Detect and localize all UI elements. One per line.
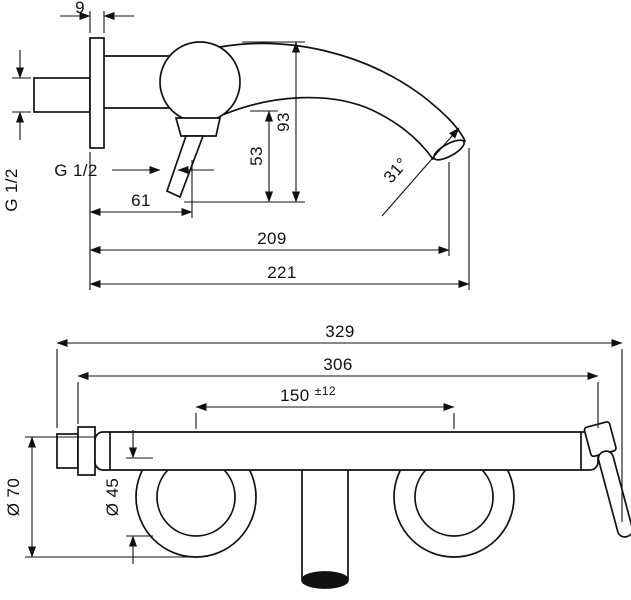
dim-lever-thread: G 1/2 [54,161,214,180]
dim-306-label: 306 [323,355,353,374]
dim-61: 61 [89,160,193,218]
dim-329-label: 329 [325,322,355,341]
dim-150: 150 ±12 [195,384,455,429]
dim-150-label: 150 ±12 [280,384,336,405]
dim-53: 53 [247,110,278,203]
dim-dia-45: Ø 45 [103,430,153,564]
dim-93: 93 [184,41,305,203]
dim-9-label: 9 [75,0,85,17]
wall-plate [89,37,105,149]
mixer-body-circle [159,41,241,123]
dia-70-label: Ø 70 [4,478,23,516]
angle-31-label: 31° [380,154,412,187]
spout-tube [301,468,349,589]
spout-opening-icon [301,571,349,589]
dim-209-label: 209 [257,229,287,248]
side-view: 9 G 1/2 G 1/2 93 53 [2,0,470,290]
dim-93-label: 93 [274,112,293,132]
dim-wall-thread: G 1/2 [2,50,31,212]
wall-thread-label: G 1/2 [2,168,21,212]
spout-outlet-icon [432,139,466,161]
dim-9: 9 [60,0,134,33]
dia-45-label: Ø 45 [103,478,122,516]
cartridge-base [174,117,222,137]
threaded-pipe [33,77,91,113]
dim-61-label: 61 [131,191,151,210]
lever-handle-side [165,135,205,199]
dim-221: 221 [89,148,470,290]
dim-dia-70: Ø 70 [4,436,196,558]
dim-329: 329 [56,322,623,522]
threaded-connector [56,433,79,469]
front-view: 329 306 150 ±12 Ø 70 [4,322,631,589]
spout-outline [219,42,467,161]
dim-221-label: 221 [267,263,297,282]
dim-53-label: 53 [247,146,266,166]
dim-306: 306 [77,355,599,428]
lever-thread-label: G 1/2 [54,161,98,180]
lever-handle-front [583,421,631,538]
dim-209: 209 [89,162,450,256]
connector-flange [77,426,96,476]
mixer-body-bar [94,431,599,471]
